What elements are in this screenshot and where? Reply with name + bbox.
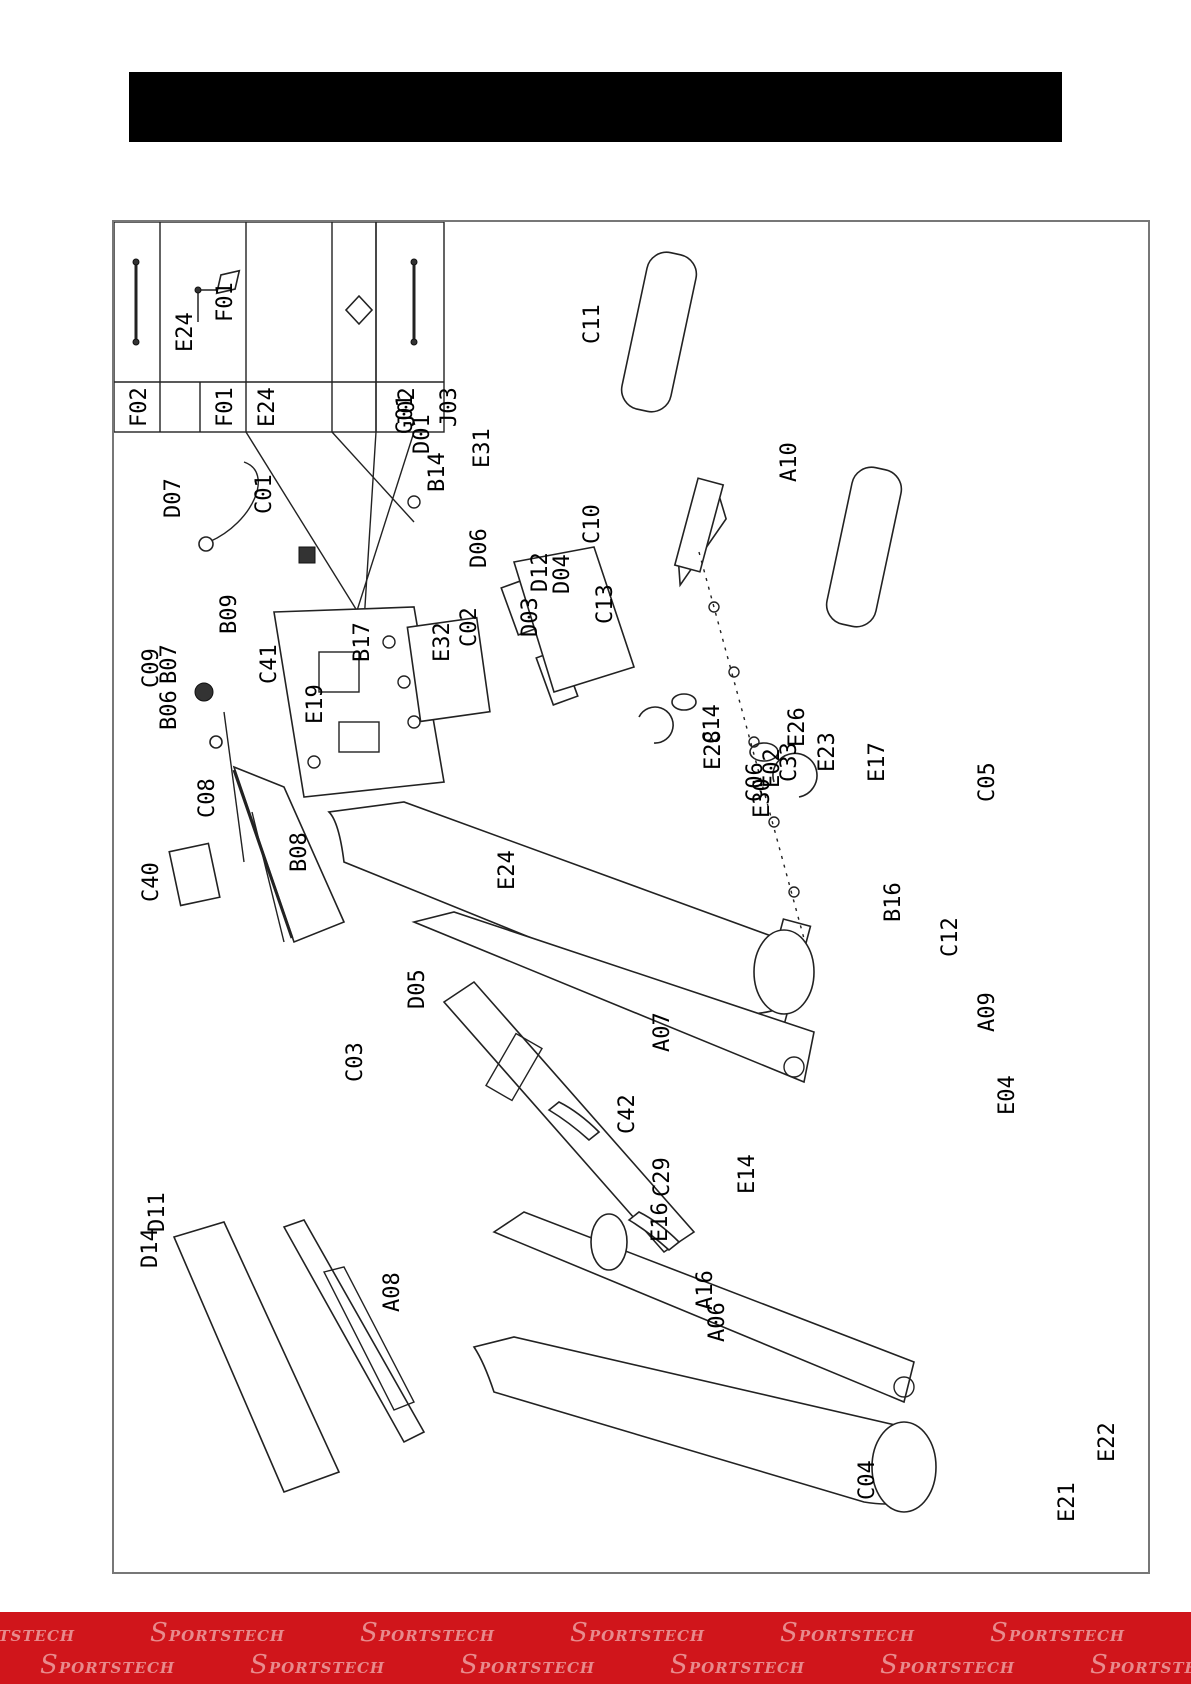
part-label: C08 — [195, 778, 220, 818]
part-label: A09 — [975, 992, 1000, 1032]
legend-code: E24 — [255, 387, 280, 427]
part-label: E30 — [750, 778, 775, 818]
part-label: E28 — [701, 730, 726, 770]
part-label: A07 — [650, 1012, 675, 1052]
part-label: A16 — [693, 1270, 718, 1310]
part-label: C41 — [257, 644, 282, 684]
legend-code: J03 — [437, 387, 462, 427]
legend-part: E24 — [173, 312, 198, 352]
part-label: D07 — [161, 478, 186, 518]
part-label: E19 — [303, 684, 328, 724]
watermark-logo: SPORTSTECH — [990, 1618, 1126, 1648]
part-label: D11 — [145, 1192, 170, 1232]
part-label: G01 — [393, 394, 418, 434]
part-label: D06 — [467, 528, 492, 568]
footer-brand-band: SPORTSTECHSPORTSTECHSPORTSTECHSPORTSTECH… — [0, 1612, 1191, 1684]
part-label: E16 — [648, 1202, 673, 1242]
part-label: E24 — [495, 850, 520, 890]
part-label: E04 — [995, 1075, 1020, 1115]
legend-code: F01 — [213, 387, 238, 427]
part-label: C40 — [139, 862, 164, 902]
part-label: C13 — [593, 584, 618, 624]
part-label: E31 — [470, 428, 495, 468]
part-label: D14 — [138, 1228, 163, 1268]
part-label: D05 — [405, 969, 430, 1009]
part-label: D03 — [518, 597, 543, 637]
part-label: E22 — [1095, 1422, 1120, 1462]
title-bar — [129, 72, 1062, 142]
legend-code: F02 — [127, 387, 152, 427]
part-label: C04 — [855, 1460, 880, 1500]
part-label: B08 — [287, 832, 312, 872]
part-label: E32 — [430, 622, 455, 662]
part-label: B16 — [881, 882, 906, 922]
part-label: B17 — [350, 622, 375, 662]
part-label: E23 — [815, 732, 840, 772]
component-drawings — [168, 251, 937, 1513]
watermark-logo: SPORTSTECH — [880, 1650, 1016, 1680]
part-label: A10 — [777, 442, 802, 482]
part-label: C03 — [343, 1042, 368, 1082]
watermark-logo: SPORTSTECH — [670, 1650, 806, 1680]
part-label: C11 — [580, 304, 605, 344]
part-label: C05 — [975, 762, 1000, 802]
part-label: A06 — [705, 1302, 730, 1342]
part-label: E02 — [760, 748, 785, 788]
part-label: C42 — [615, 1094, 640, 1134]
part-label: C02 — [457, 607, 482, 647]
legend-part: F01 — [213, 282, 238, 322]
part-label: B06 — [157, 690, 182, 730]
part-label: C14 — [700, 704, 725, 744]
watermark-logo: SPORTSTECH — [40, 1650, 176, 1680]
exploded-parts-diagram: F02 F01 E24 F01 E24 J02 J03 — [112, 220, 1150, 1574]
watermark-logo: SPORTSTECH — [460, 1650, 596, 1680]
watermark-logo: SPORTSTECH — [1090, 1650, 1191, 1680]
part-label: C10 — [580, 504, 605, 544]
part-label: E14 — [735, 1154, 760, 1194]
part-label: E26 — [785, 707, 810, 747]
part-label: C06 — [743, 762, 768, 802]
watermark-logo: SPORTSTECH — [570, 1618, 706, 1648]
part-label: B09 — [217, 594, 242, 634]
part-label: C33 — [777, 742, 802, 782]
part-label: D04 — [550, 554, 575, 594]
part-label: B07 — [157, 644, 182, 684]
watermark-logo: SPORTSTECH — [0, 1627, 76, 1645]
part-label: D01 — [410, 414, 435, 454]
part-label: C01 — [252, 474, 277, 514]
watermark-logo: SPORTSTECH — [150, 1618, 286, 1648]
part-label: B14 — [425, 452, 450, 492]
watermark-logo: SPORTSTECH — [250, 1650, 386, 1680]
part-label: C12 — [938, 917, 963, 957]
part-label: C09 — [139, 648, 164, 688]
part-callouts: A06 A07 A08 A09 A10 A16 B06 B07 B08 B09 … — [138, 304, 1120, 1522]
part-label: A08 — [380, 1272, 405, 1312]
watermark-logo: SPORTSTECH — [780, 1618, 916, 1648]
watermark-logo: SPORTSTECH — [360, 1618, 496, 1648]
legend-code: J02 — [395, 387, 420, 427]
legend-labels: F02 F01 E24 F01 E24 J02 J03 — [127, 282, 462, 427]
part-label: E17 — [865, 742, 890, 782]
part-label: E21 — [1055, 1482, 1080, 1522]
part-label: C29 — [650, 1157, 675, 1197]
part-label: D12 — [528, 552, 553, 592]
legend-table — [114, 222, 445, 668]
